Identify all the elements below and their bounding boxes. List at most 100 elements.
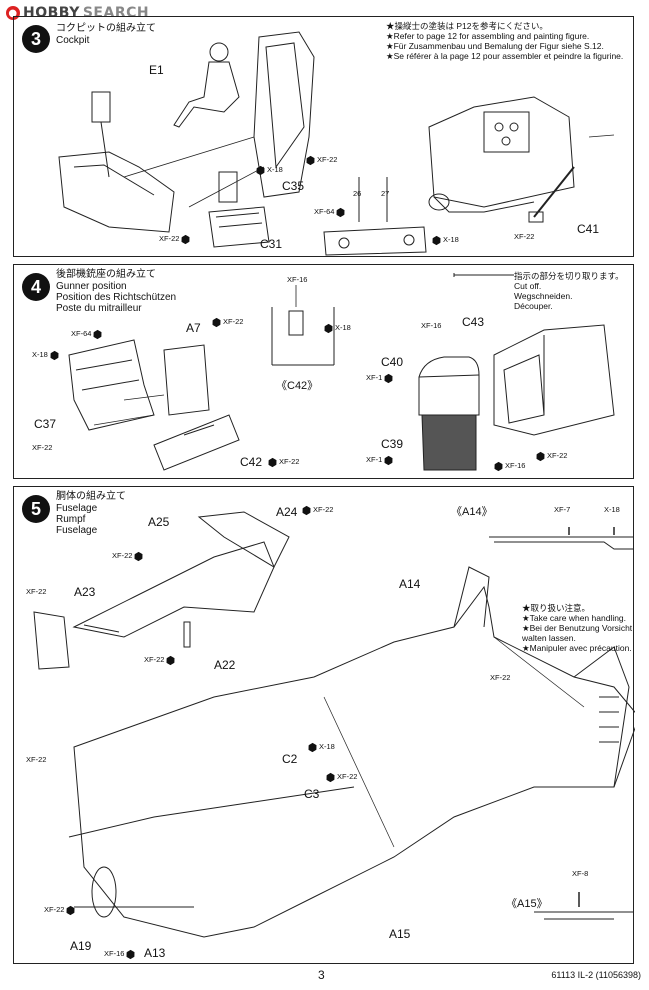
note-line: ★Se référer à la page 12 pour assembler … — [386, 51, 624, 61]
color-code: XF-22 — [26, 587, 47, 596]
part-a22: A22 — [214, 658, 236, 672]
color-code: XF-8 — [572, 869, 589, 878]
color-code: XF-22 — [337, 772, 358, 781]
hobbysearch-logo: ● HOBBY SEARCH — [6, 4, 149, 22]
step-5-panel: 5 胴体の組み立て Fuselage Rumpf Fuselage A25 A2… — [13, 486, 635, 964]
detail-c42: 《C42》 — [276, 380, 319, 392]
step-number: 4 — [22, 273, 50, 301]
step-title-fr: Fuselage — [56, 525, 98, 536]
part-a24: A24 — [276, 505, 298, 519]
color-x18-detail: X-18 — [322, 323, 351, 333]
step-number: 5 — [22, 495, 50, 523]
cockpit-illustration — [58, 31, 615, 256]
color-xf22-a19: XF-22 — [44, 905, 77, 915]
color-x18-dash: X-18 — [430, 235, 459, 245]
part-a15: A15 — [389, 927, 411, 941]
color-code: XF-22 — [547, 451, 568, 460]
color-c37: XF-22 — [32, 443, 52, 452]
color-xf16-top: XF-16 — [287, 275, 307, 284]
step-title-fr: Poste du mitrailleur — [56, 303, 142, 314]
cut-note: 指示の部分を切り取ります。 Cut off. Wegschneiden. Déc… — [514, 271, 624, 311]
note-line: 指示の部分を切り取ります。 — [514, 271, 624, 281]
color-c42: XF-22 — [266, 457, 299, 467]
color-xf22-nose: XF-22 — [26, 755, 46, 764]
color-a24: XF-22 — [300, 505, 333, 515]
color-code: XF-16 — [287, 275, 308, 284]
step-title-en: Gunner position — [56, 281, 127, 292]
kit-code: 61113 IL-2 (11056398) — [551, 970, 641, 980]
note-line: Cut off. — [514, 281, 542, 291]
color-code: XF-22 — [112, 551, 133, 560]
step-title-en: Cockpit — [56, 35, 90, 46]
detail-a14: 《A14》 — [451, 506, 493, 518]
color-code: X-18 — [443, 235, 459, 244]
part-c3: C3 — [304, 787, 320, 801]
part-c42: C42 — [240, 455, 263, 469]
logo-suffix: SEARCH — [82, 5, 150, 21]
part-e1: E1 — [149, 63, 164, 77]
color-xf22: XF-22 — [304, 155, 337, 165]
color-code: XF-22 — [317, 155, 338, 164]
color-xf16: XF-16 — [104, 949, 137, 959]
color-code: XF-16 — [421, 321, 442, 330]
note-line: Wegschneiden. — [514, 291, 573, 301]
color-code: XF-22 — [159, 234, 180, 243]
color-xf22-c41: XF-22 — [514, 232, 534, 241]
color-code: X-18 — [32, 350, 48, 359]
part-c40: C40 — [381, 355, 404, 369]
part-c31: C31 — [260, 237, 283, 251]
note-line: ★Bei der Benutzung Vorsicht — [522, 623, 633, 633]
color-code: X-18 — [319, 742, 335, 751]
step-title-de: Position des Richtschützen — [56, 292, 177, 303]
color-c3: XF-22 — [324, 772, 357, 782]
color-code: XF-16 — [104, 949, 125, 958]
part-a19: A19 — [70, 939, 92, 953]
color-code: XF-1 — [366, 373, 383, 382]
color-code: XF-7 — [554, 505, 571, 514]
color-x18: X-18 — [32, 350, 61, 360]
color-code: XF-22 — [144, 655, 165, 664]
step-title-de: Rumpf — [56, 514, 86, 525]
gunner-illustration — [68, 273, 615, 471]
color-code: X-18 — [335, 323, 351, 332]
color-code: XF-22 — [279, 457, 300, 466]
color-xf1-c40: XF-1 — [366, 373, 395, 383]
color-xf8: XF-8 — [572, 869, 588, 878]
note-line: Découper. — [514, 301, 553, 311]
part-a7: A7 — [186, 321, 201, 335]
figure-note: ★操縦士の塗装は P12を参考にください。 ★Refer to page 12 … — [386, 21, 631, 61]
step-title-jp: コクピットの組み立て — [56, 23, 156, 34]
color-a22: XF-22 — [144, 655, 177, 665]
step-title-en: Fuselage — [56, 503, 98, 514]
part-c37: C37 — [34, 417, 57, 431]
marker-27: 27 — [381, 189, 390, 198]
color-code: XF-22 — [313, 505, 334, 514]
note-line: ★Für Zusammenbau und Bemalung der Figur … — [386, 41, 604, 51]
color-code: XF-64 — [71, 329, 92, 338]
logo-brand: HOBBY — [23, 5, 80, 21]
color-c2: X-18 — [306, 742, 335, 752]
color-code: XF-1 — [366, 455, 383, 464]
part-c43: C43 — [462, 315, 485, 329]
note-line: ★Refer to page 12 for assembling and pai… — [386, 31, 590, 41]
part-a13: A13 — [144, 946, 166, 960]
color-code: XF-64 — [314, 207, 335, 216]
part-c39: C39 — [381, 437, 404, 451]
step-3-panel: 3 コクピットの組み立て Cockpit ★操縦士の塗装は P12を参考にくださ… — [13, 16, 634, 257]
part-c35: C35 — [282, 179, 305, 193]
page-number: 3 — [318, 968, 325, 982]
note-line: ★操縦士の塗装は P12を参考にください。 — [386, 21, 548, 31]
step-number: 3 — [22, 25, 50, 53]
color-xf16-bottom: XF-16 — [492, 461, 525, 471]
color-xf22-c31: XF-22 — [159, 234, 192, 244]
detail-a15: 《A15》 — [506, 898, 548, 910]
color-xf64: XF-64 — [71, 329, 104, 339]
color-x18: X-18 — [254, 165, 283, 175]
part-a23: A23 — [74, 585, 96, 599]
color-code: XF-22 — [44, 905, 65, 914]
step-4-panel: 4 後部機銃座の組み立て Gunner position Position de… — [13, 264, 634, 479]
caution-note: ★取り扱い注意。 ★Take care when handling. ★Bei … — [522, 603, 632, 653]
marker-26: 26 — [353, 189, 362, 198]
color-code: X-18 — [604, 505, 620, 514]
color-xf16: XF-16 — [421, 321, 441, 330]
